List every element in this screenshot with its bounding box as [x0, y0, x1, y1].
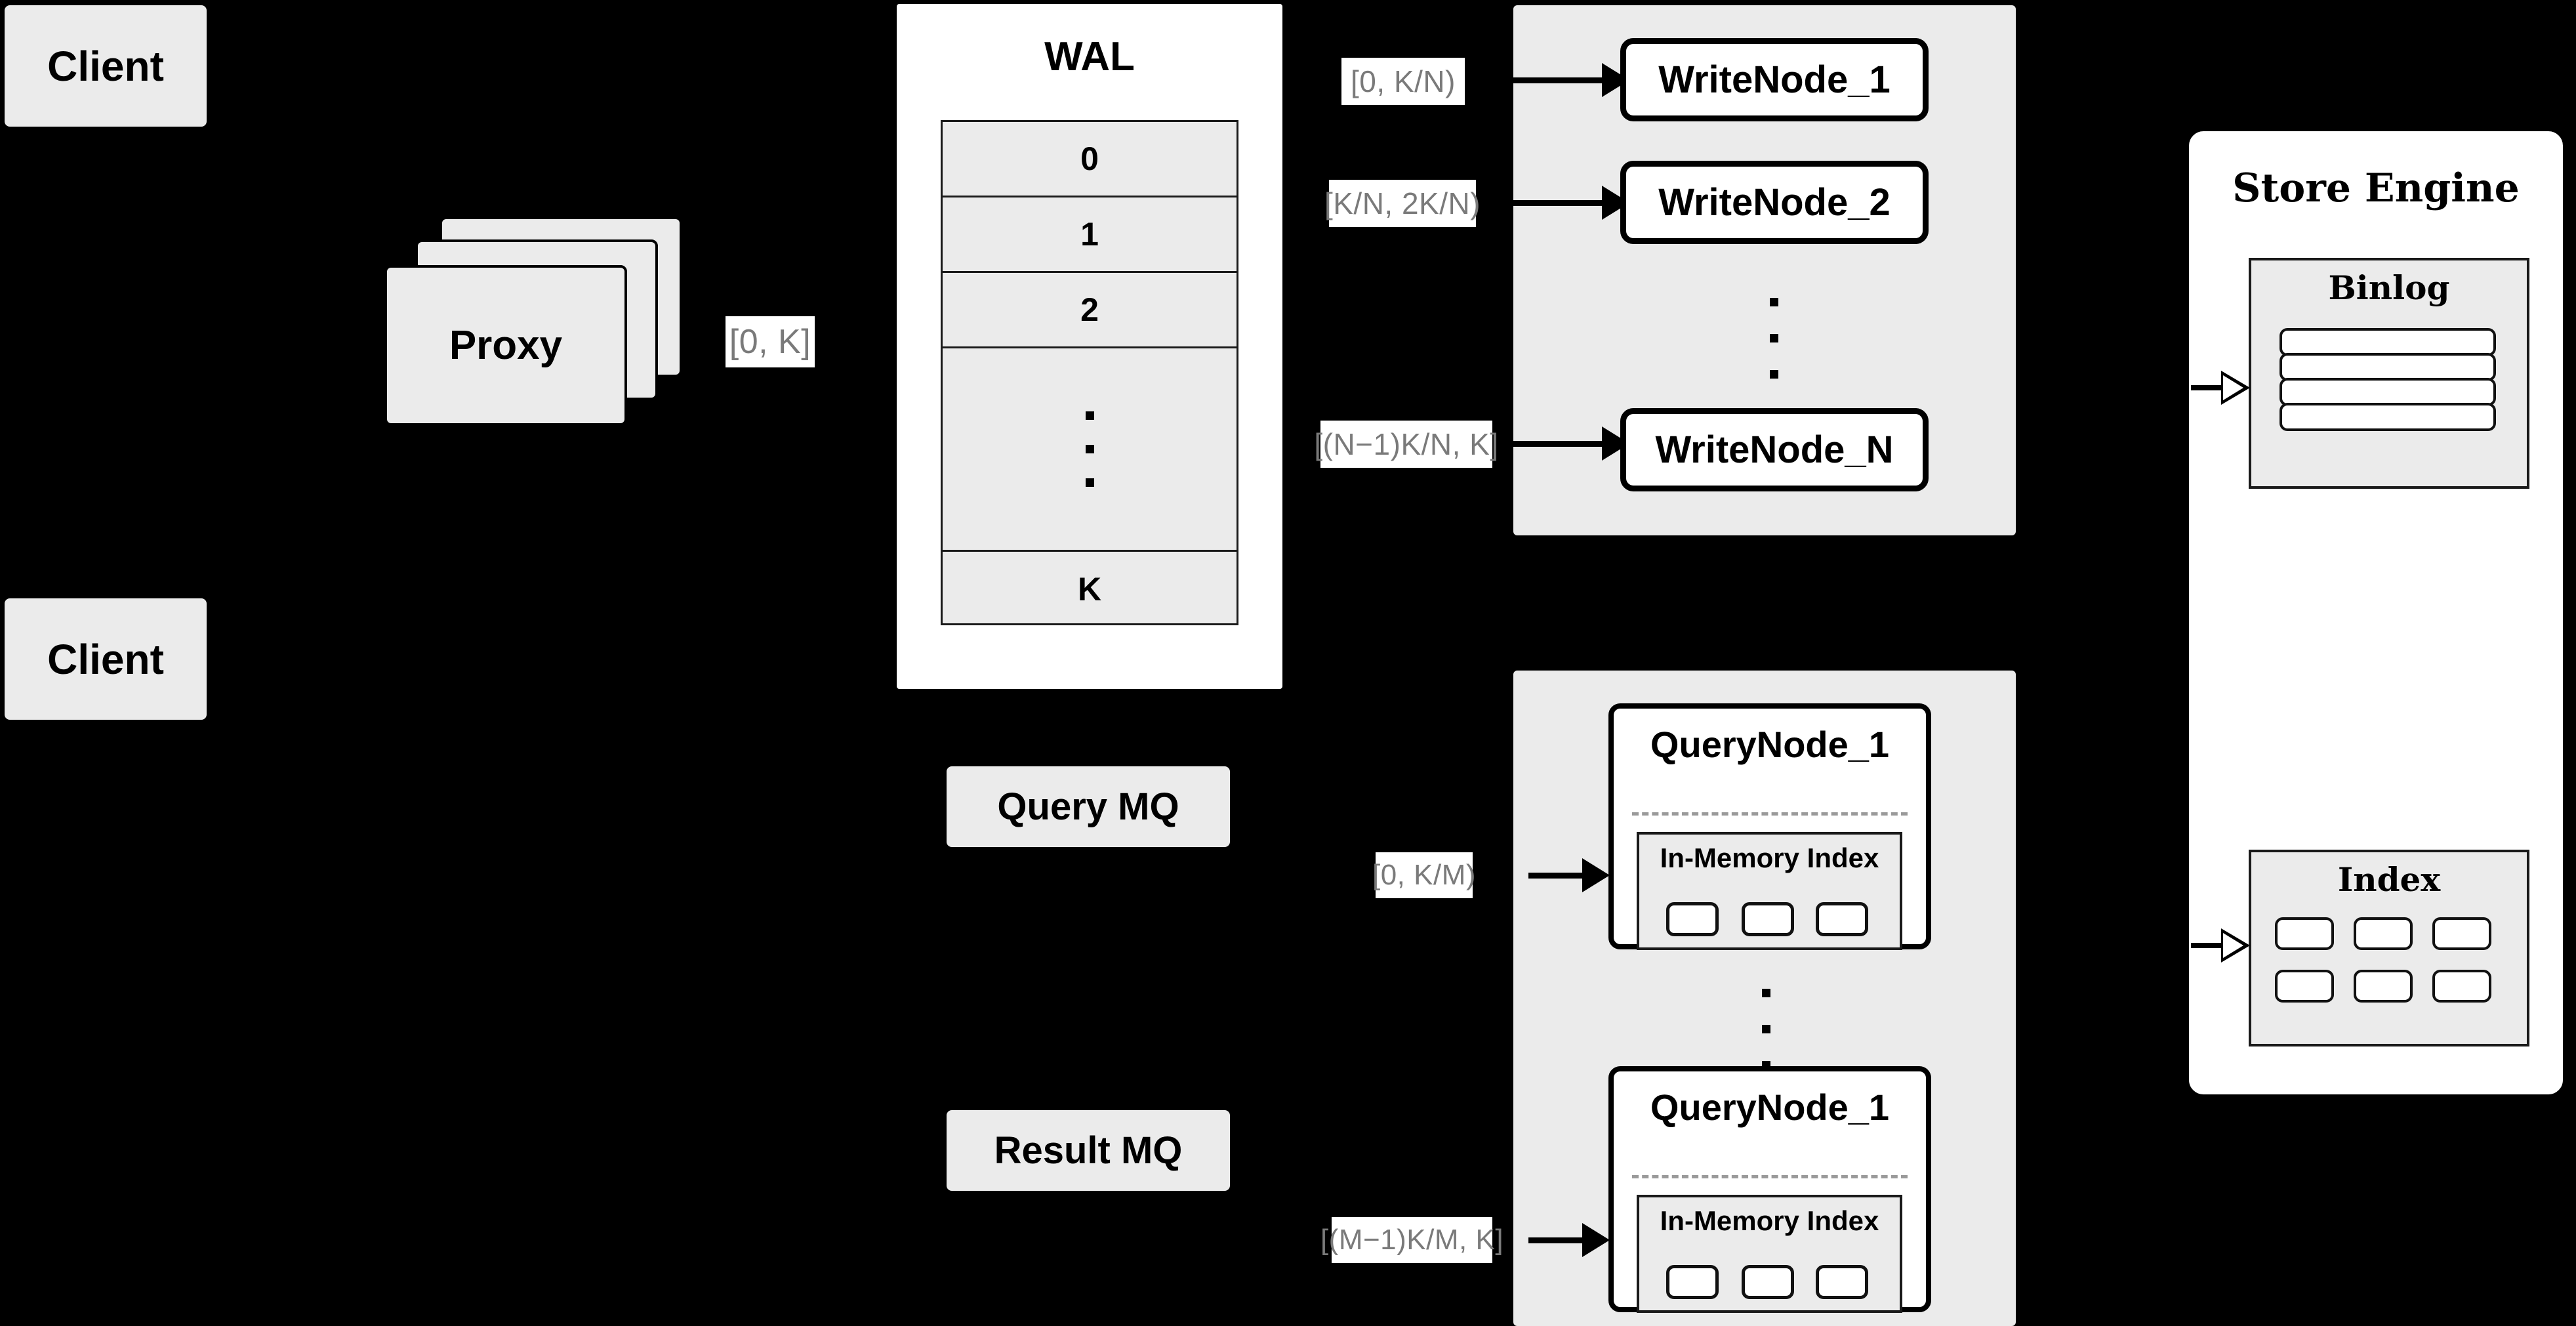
client-node-2-label: Client — [47, 635, 164, 683]
query-node-m-separator — [1632, 1175, 1908, 1178]
wal-entry-table: 0 1 2 K — [941, 120, 1238, 625]
wal-row[interactable]: 1 — [943, 197, 1237, 273]
result-mq-node[interactable]: Result MQ — [947, 1110, 1230, 1191]
edge-label-wal-to-writenode-1: [0, K/N) — [1341, 58, 1465, 105]
binlog-title: Binlog — [2328, 268, 2450, 307]
wal-row[interactable]: 2 — [943, 273, 1237, 348]
proxy-node[interactable]: Proxy — [384, 265, 627, 426]
binlog-entry-row[interactable] — [2280, 328, 2496, 356]
arrow-head-to-binlog — [2221, 371, 2250, 405]
client-node-2[interactable]: Client — [5, 598, 207, 720]
edge-label-mq-to-querynode-1: [0, K/M) — [1372, 852, 1476, 898]
write-node-1[interactable]: WriteNode_1 — [1620, 38, 1929, 121]
query-mq-label: Query MQ — [997, 785, 1179, 828]
index-cell[interactable] — [1816, 902, 1868, 936]
store-index-cell[interactable] — [2432, 917, 2491, 950]
arrow-line-to-index — [2191, 943, 2233, 948]
arrow-head-querynode-1 — [1582, 858, 1610, 892]
binlog-entry-row[interactable] — [2280, 403, 2496, 431]
index-cell[interactable] — [1666, 1265, 1719, 1299]
client-node-1-label: Client — [47, 42, 164, 90]
wal-row[interactable]: K — [1077, 570, 1102, 608]
write-cluster-ellipsis — [1761, 272, 1787, 404]
arrow-line-to-binlog — [2191, 385, 2233, 390]
arrow-head-querynode-m — [1582, 1223, 1610, 1257]
wal-title: WAL — [1044, 34, 1135, 79]
store-index-cell[interactable] — [2354, 970, 2413, 1003]
index-cell[interactable] — [1816, 1265, 1868, 1299]
query-mq-node[interactable]: Query MQ — [947, 766, 1230, 847]
write-node-n-label: WriteNode_N — [1655, 428, 1894, 471]
arrow-line-querynode-1 — [1528, 873, 1594, 879]
proxy-node-label: Proxy — [449, 323, 563, 368]
arrow-line-writenode-n — [1502, 441, 1606, 447]
store-index-cell[interactable] — [2432, 970, 2491, 1003]
arrow-head-to-index — [2221, 928, 2250, 963]
wal-row-ellipsis — [943, 348, 1237, 552]
in-memory-index-title-1: In-Memory Index — [1660, 842, 1879, 873]
write-node-1-label: WriteNode_1 — [1658, 58, 1891, 101]
arrow-line-writenode-2 — [1502, 200, 1606, 206]
query-node-m-label: QueryNode_1 — [1650, 1087, 1890, 1128]
index-cell[interactable] — [1742, 902, 1794, 936]
edge-label-wal-to-writenode-n: [(N−1)K/N, K] — [1314, 421, 1498, 468]
binlog-entry-row[interactable] — [2280, 353, 2496, 381]
store-index-cell[interactable] — [2354, 917, 2413, 950]
index-cell[interactable] — [1742, 1265, 1794, 1299]
result-mq-label: Result MQ — [994, 1129, 1183, 1172]
in-memory-index-title-m: In-Memory Index — [1660, 1205, 1879, 1236]
store-index-cell[interactable] — [2275, 917, 2334, 950]
write-node-n[interactable]: WriteNode_N — [1620, 408, 1929, 491]
arrow-line-writenode-1 — [1502, 77, 1606, 83]
query-node-1-separator — [1632, 812, 1908, 816]
store-engine-title: Store Engine — [2232, 165, 2520, 211]
write-node-2-label: WriteNode_2 — [1658, 181, 1891, 224]
edge-label-mq-to-querynode-m: [(M−1)K/M, K] — [1320, 1217, 1503, 1263]
query-node-1-label: QueryNode_1 — [1650, 724, 1890, 765]
index-cell[interactable] — [1666, 902, 1719, 936]
edge-label-proxy-to-wal: [0, K] — [726, 316, 815, 367]
index-title: Index — [2337, 860, 2441, 899]
arrow-line-querynode-m — [1528, 1237, 1594, 1243]
write-node-2[interactable]: WriteNode_2 — [1620, 161, 1929, 244]
client-node-1[interactable]: Client — [5, 5, 207, 127]
edge-label-wal-to-writenode-2: [K/N, 2K/N) — [1324, 180, 1481, 227]
wal-row[interactable]: 0 — [943, 122, 1237, 197]
binlog-entry-row[interactable] — [2280, 378, 2496, 406]
store-index-cell[interactable] — [2275, 970, 2334, 1003]
